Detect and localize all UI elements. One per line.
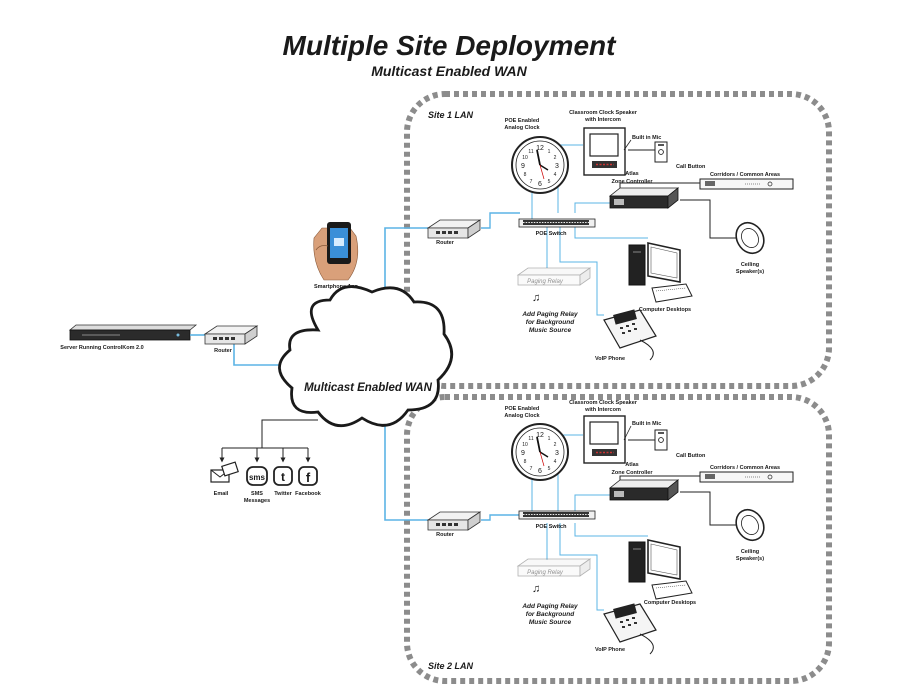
voip-label: VoIP Phone — [595, 356, 625, 362]
svg-text:t: t — [281, 470, 285, 484]
site-1: Site 1 LAN Router POE Switch POE Enabled — [427, 110, 794, 362]
paging-label-3: Music Source — [529, 327, 572, 334]
zone-controller — [608, 479, 680, 501]
ceiling-speaker — [735, 508, 765, 542]
ceiling-label-2: Speaker(s) — [736, 269, 764, 275]
server — [68, 324, 205, 341]
twitter-label: Twitter — [274, 491, 292, 497]
email-label: Email — [214, 491, 229, 497]
ceiling-label-1: Ceiling — [741, 549, 759, 555]
clock-label-2: Analog Clock — [504, 125, 540, 131]
corridors-amplifier — [699, 471, 794, 483]
clock-label-1: POE Enabled — [505, 118, 540, 124]
ceiling-label-1: Ceiling — [741, 262, 759, 268]
smartphone — [313, 222, 359, 281]
poe-switch — [518, 510, 596, 520]
site-router-label: Router — [436, 240, 455, 246]
paging-label-2: for Background — [526, 611, 575, 618]
sms-label-line2: Messages — [244, 498, 270, 504]
server-label: Server Running ControlKom 2.0 — [60, 345, 143, 351]
call-button — [654, 141, 668, 163]
poe-switch-label: POE Switch — [536, 524, 568, 530]
twitter-icon: t — [273, 466, 293, 486]
zone-label-1: Atlas — [625, 171, 638, 177]
corridors-label: Corridors / Common Areas — [710, 172, 780, 178]
zone-controller — [608, 187, 680, 209]
notification-tree — [219, 419, 318, 463]
mic-label: Built in Mic — [632, 135, 661, 141]
computer-label: Computer Desktops — [639, 307, 691, 313]
zone-label-1: Atlas — [625, 462, 638, 468]
svg-text:Paging Relay: Paging Relay — [527, 279, 564, 285]
paging-label-2: for Background — [526, 319, 575, 326]
voip-phone — [603, 603, 657, 655]
smartphone-label: Smartphone App — [314, 284, 359, 290]
music-note-icon: ♫ — [532, 292, 540, 304]
speaker-label-1: Classroom Clock Speaker — [569, 110, 638, 116]
page-subtitle: Multicast Enabled WAN — [371, 63, 527, 79]
paging-label-3: Music Source — [529, 619, 572, 626]
speaker-label-2: with Intercom — [584, 407, 621, 413]
paging-relay: Paging Relay — [516, 267, 592, 286]
site-router-label: Router — [436, 532, 455, 538]
wan-cloud — [278, 285, 453, 427]
computer-desktop — [628, 539, 693, 600]
clock-speaker — [583, 127, 626, 176]
call-button — [654, 429, 668, 451]
poe-switch — [518, 218, 596, 228]
ceiling-speaker — [735, 221, 765, 255]
speaker-label-1: Classroom Clock Speaker — [569, 400, 638, 406]
speaker-label-2: with Intercom — [584, 117, 621, 123]
music-note-icon: ♫ — [532, 583, 540, 595]
computer-desktop — [628, 242, 693, 303]
clock-speaker — [583, 415, 626, 464]
svg-text:Paging Relay: Paging Relay — [527, 570, 564, 576]
zone-label-2: Zone Controller — [612, 470, 654, 476]
call-button-label: Call Button — [676, 164, 706, 170]
site-label: Site 1 LAN — [428, 110, 474, 120]
svg-text:sms: sms — [249, 473, 266, 482]
voip-label: VoIP Phone — [595, 647, 625, 653]
corridors-amplifier — [699, 178, 794, 190]
clock-label-1: POE Enabled — [505, 406, 540, 412]
paging-label-1: Add Paging Relay — [521, 603, 578, 610]
clock-label-2: Analog Clock — [504, 413, 540, 419]
corridors-label: Corridors / Common Areas — [710, 465, 780, 471]
call-button-label: Call Button — [676, 453, 706, 459]
main-router — [204, 325, 258, 345]
main-router-label: Router — [214, 348, 233, 354]
computer-label: Computer Desktops — [644, 600, 696, 606]
sms-icon: sms — [246, 466, 268, 486]
page-title: Multiple Site Deployment — [283, 30, 618, 61]
sms-label: SMS — [251, 491, 263, 497]
mic-label: Built in Mic — [632, 421, 661, 427]
cloud-label: Multicast Enabled WAN — [304, 382, 432, 394]
svg-text:f: f — [306, 470, 311, 485]
site-1-boundary — [404, 91, 832, 389]
voip-phone — [603, 309, 657, 361]
paging-label-1: Add Paging Relay — [521, 311, 578, 318]
site-2-boundary — [404, 394, 832, 684]
paging-relay: Paging Relay — [516, 558, 592, 577]
site-label: Site 2 LAN — [428, 661, 474, 671]
facebook-icon: f — [298, 466, 318, 486]
poe-switch-label: POE Switch — [536, 231, 568, 237]
email-icon — [210, 461, 239, 483]
site-2: Site 2 LAN Router POE Switch POE Enabled… — [427, 400, 794, 671]
ceiling-label-2: Speaker(s) — [736, 556, 764, 562]
facebook-label: Facebook — [295, 491, 322, 497]
zone-label-2: Zone Controller — [612, 179, 654, 185]
